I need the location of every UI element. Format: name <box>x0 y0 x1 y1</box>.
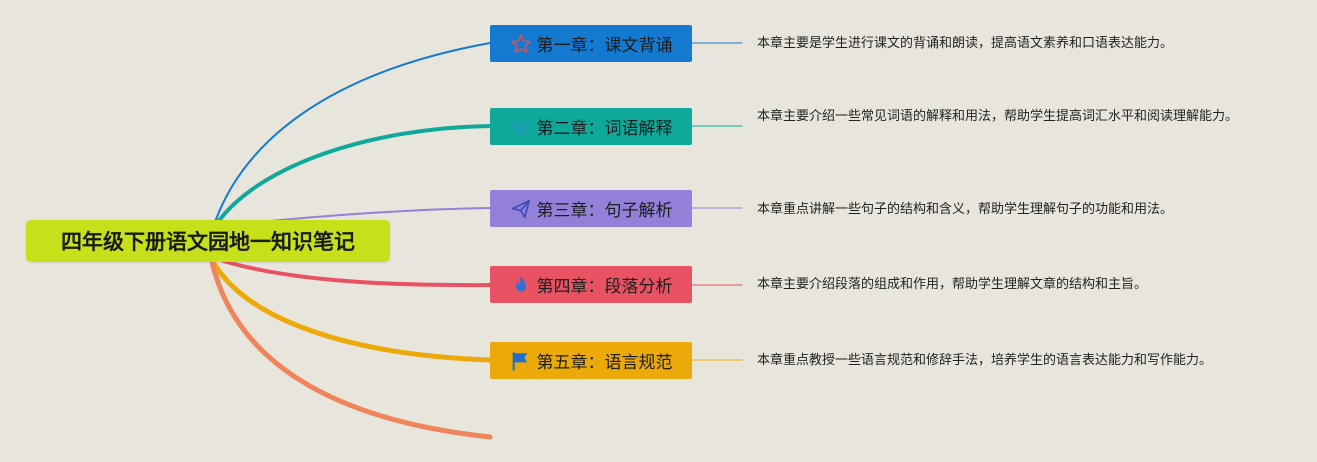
chapter-3-description: 本章重点讲解一些句子的结构和含义，帮助学生理解句子的功能和用法。 <box>757 202 1174 217</box>
chapter-node-5[interactable]: 第五章：语言规范 <box>490 342 692 379</box>
chapter-2-description: 本章主要介绍一些常见词语的解释和用法，帮助学生提高词汇水平和阅读理解能力。 <box>757 109 1239 124</box>
branch-line-2 <box>216 124 492 224</box>
chapter-node-1[interactable]: 第一章：课文背诵 <box>490 25 692 62</box>
flame-icon <box>510 274 532 296</box>
chapter-node-3[interactable]: 第三章：句子解析 <box>490 190 692 227</box>
chapter-label: 第二章：词语解释 <box>536 119 673 139</box>
chapter-5-description: 本章重点教授一些语言规范和修辞手法，培养学生的语言表达能力和写作能力。 <box>757 353 1213 368</box>
chapter-4-description: 本章主要介绍段落的组成和作用，帮助学生理解文章的结构和主旨。 <box>757 277 1148 292</box>
chapter-label: 第五章：语言规范 <box>536 353 673 373</box>
branch-line-extra <box>209 259 493 440</box>
chapter-node-4[interactable]: 第四章：段落分析 <box>490 266 692 303</box>
branch-line-4 <box>212 256 492 288</box>
flag-icon <box>510 350 532 372</box>
chapter-label: 第三章：句子解析 <box>536 201 673 221</box>
branch-line-5 <box>209 257 493 363</box>
star-icon <box>510 116 532 138</box>
chapter-node-2[interactable]: 第二章：词语解释 <box>490 108 692 145</box>
paper-plane-icon <box>510 198 532 220</box>
chapter-label: 第一章：课文背诵 <box>536 36 673 56</box>
chapter-label: 第四章：段落分析 <box>536 277 673 297</box>
star-outline-icon <box>510 33 532 55</box>
chapter-1-description: 本章主要是学生进行课文的背诵和朗读，提高语文素养和口语表达能力。 <box>757 36 1174 51</box>
branch-line-1 <box>214 42 491 223</box>
central-topic[interactable]: 四年级下册语文园地一知识笔记 <box>26 220 390 262</box>
